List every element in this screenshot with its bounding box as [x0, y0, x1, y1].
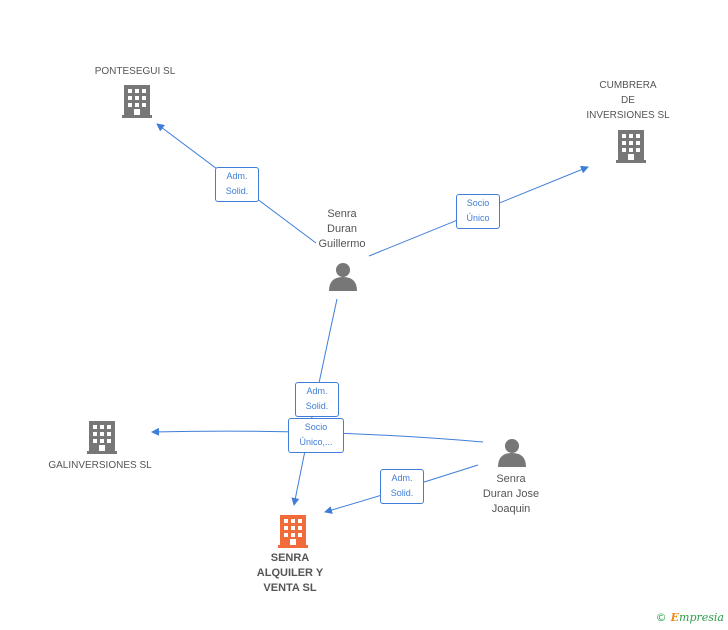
- node-label-pontesegui[interactable]: PONTESEGUI SL: [94, 66, 176, 77]
- edge-label-adm-solid[interactable]: Adm. Solid.: [215, 167, 259, 202]
- node-label-galinversiones[interactable]: GALINVERSIONES SL: [48, 460, 152, 471]
- building-icon[interactable]: [122, 85, 152, 118]
- brand-name: mpresia: [679, 611, 724, 624]
- main-company-building-icon[interactable]: [278, 515, 308, 548]
- person-icon[interactable]: [329, 263, 357, 291]
- node-label-senra-alquiler[interactable]: SENRA ALQUILER Y VENTA SL: [256, 552, 324, 594]
- person-icon[interactable]: [498, 439, 526, 467]
- edge-label-socio-unico[interactable]: Socio Único,...: [288, 418, 344, 453]
- building-icon[interactable]: [616, 130, 646, 163]
- node-label-guillermo[interactable]: Senra Duran Guillermo: [318, 208, 366, 250]
- brand-footer: ©Empresia: [656, 611, 724, 624]
- brand-initial: E: [670, 611, 680, 624]
- building-icon[interactable]: [87, 421, 117, 454]
- edge-label-socio-unico[interactable]: Socio Único: [456, 194, 500, 229]
- edge-label-adm-solid[interactable]: Adm. Solid.: [380, 469, 424, 504]
- edge-label-adm-solid[interactable]: Adm. Solid.: [295, 382, 339, 417]
- copyright-icon: ©: [655, 611, 667, 624]
- node-label-cumbrera[interactable]: CUMBRERA DE INVERSIONES SL: [586, 80, 670, 121]
- node-label-jose-joaquin[interactable]: Senra Duran Jose Joaquin: [482, 473, 540, 515]
